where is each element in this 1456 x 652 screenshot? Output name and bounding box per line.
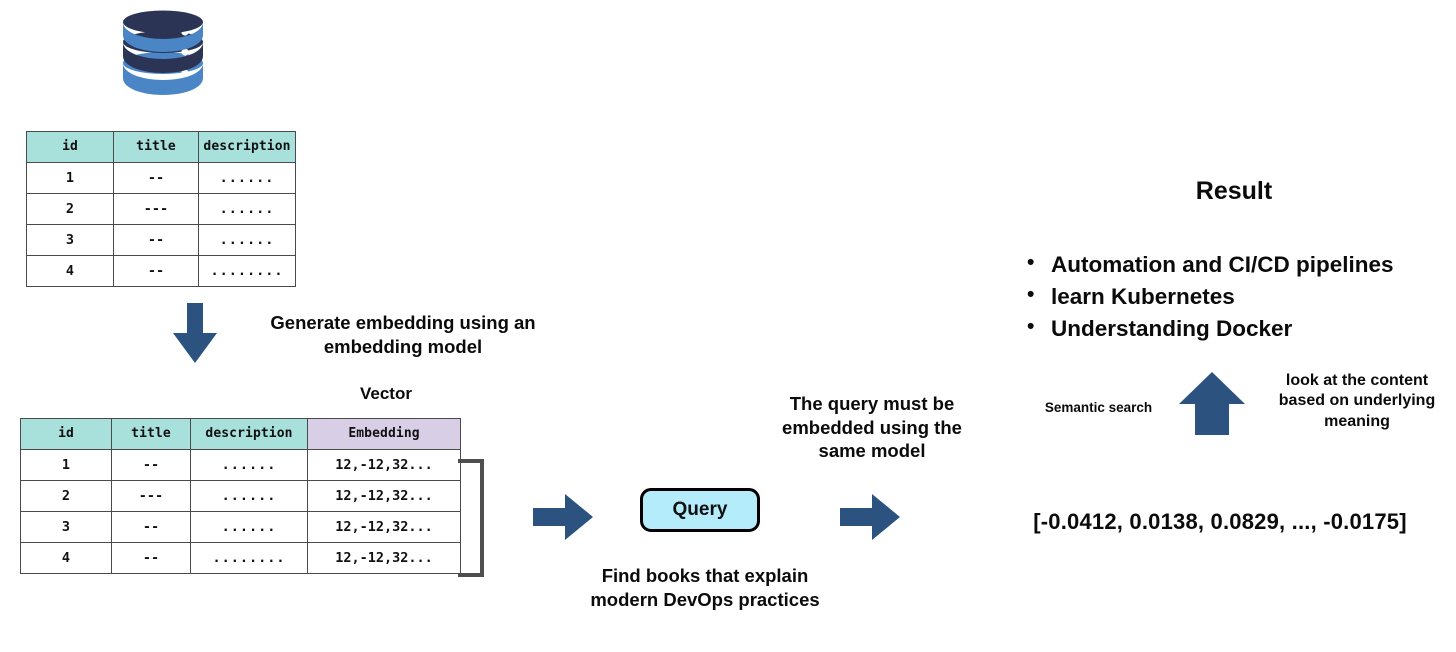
table-row: 1 -- ...... xyxy=(26,162,296,194)
cell-title: --- xyxy=(113,193,199,225)
cell-id: 4 xyxy=(26,255,114,287)
table-row: 3 -- ...... xyxy=(26,224,296,256)
arrow-up-icon xyxy=(1177,372,1247,442)
cell-title: -- xyxy=(113,224,199,256)
cell-description: ...... xyxy=(198,224,296,256)
semantic-search-label: Semantic search xyxy=(1044,400,1153,415)
list-item: Understanding Docker xyxy=(1025,312,1394,345)
vector-col-embedding: Embedding xyxy=(307,418,461,450)
table-row: 4 -- ........ 12,-12,32... xyxy=(20,542,461,574)
cell-description: ...... xyxy=(190,511,308,543)
cell-id: 1 xyxy=(20,449,112,481)
cell-description: ...... xyxy=(190,449,308,481)
cell-embedding: 12,-12,32... xyxy=(307,511,461,543)
cell-embedding: 12,-12,32... xyxy=(307,449,461,481)
vector-label: Vector xyxy=(360,384,412,403)
cell-description: ........ xyxy=(198,255,296,287)
table-row: 3 -- ...... 12,-12,32... xyxy=(20,511,461,543)
cell-description: ...... xyxy=(190,480,308,512)
cell-id: 3 xyxy=(26,224,114,256)
vector-col-title: title xyxy=(111,418,191,450)
embed-query-note: The query must be embedded using the sam… xyxy=(782,393,962,462)
vector-col-id: id xyxy=(20,418,112,450)
vector-table-header-row: id title description Embedding xyxy=(20,418,461,450)
cell-id: 3 xyxy=(20,511,112,543)
cell-id: 4 xyxy=(20,542,112,574)
cell-id: 2 xyxy=(26,193,114,225)
source-col-description: description xyxy=(198,131,296,163)
cell-description: ...... xyxy=(198,193,296,225)
vector-bracket xyxy=(458,459,484,577)
cell-description: ...... xyxy=(198,162,296,194)
table-row: 2 --- ...... xyxy=(26,193,296,225)
cell-title: -- xyxy=(113,255,199,287)
cell-embedding: 12,-12,32... xyxy=(307,542,461,574)
list-item: learn Kubernetes xyxy=(1025,280,1394,313)
cell-title: -- xyxy=(113,162,199,194)
arrow-right-icon-2 xyxy=(840,492,902,547)
query-box[interactable]: Query xyxy=(640,488,760,532)
cell-embedding: 12,-12,32... xyxy=(307,480,461,512)
cell-title: -- xyxy=(111,449,191,481)
table-row: 2 --- ...... 12,-12,32... xyxy=(20,480,461,512)
list-item: Automation and CI/CD pipelines xyxy=(1025,248,1394,281)
table-row: 4 -- ........ xyxy=(26,255,296,287)
cell-title: -- xyxy=(111,542,191,574)
cell-description: ........ xyxy=(190,542,308,574)
meaning-note-label: look at the content based on underlying … xyxy=(1278,372,1436,430)
page-title-result: Result xyxy=(1195,177,1273,205)
source-col-title: title xyxy=(113,131,199,163)
cell-title: --- xyxy=(111,480,191,512)
database-icon xyxy=(119,8,207,103)
arrow-right-icon-1 xyxy=(533,492,595,547)
generate-embedding-label: Generate embedding using an embedding mo… xyxy=(270,312,536,357)
vector-table: id title description Embedding 1 -- ....… xyxy=(20,418,461,574)
source-table: id title description 1 -- ...... 2 --- .… xyxy=(26,131,296,287)
arrow-down-icon xyxy=(170,303,220,370)
vector-col-description: description xyxy=(190,418,308,450)
table-row: 1 -- ...... 12,-12,32... xyxy=(20,449,461,481)
query-text-label: Find books that explain modern DevOps pr… xyxy=(590,565,820,610)
query-embedding-vector: [-0.0412, 0.0138, 0.0829, ..., -0.0175] xyxy=(1033,509,1407,534)
source-table-header-row: id title description xyxy=(26,131,296,163)
cell-title: -- xyxy=(111,511,191,543)
source-col-id: id xyxy=(26,131,114,163)
cell-id: 1 xyxy=(26,162,114,194)
result-list: Automation and CI/CD pipelines learn Kub… xyxy=(1025,248,1394,346)
cell-id: 2 xyxy=(20,480,112,512)
